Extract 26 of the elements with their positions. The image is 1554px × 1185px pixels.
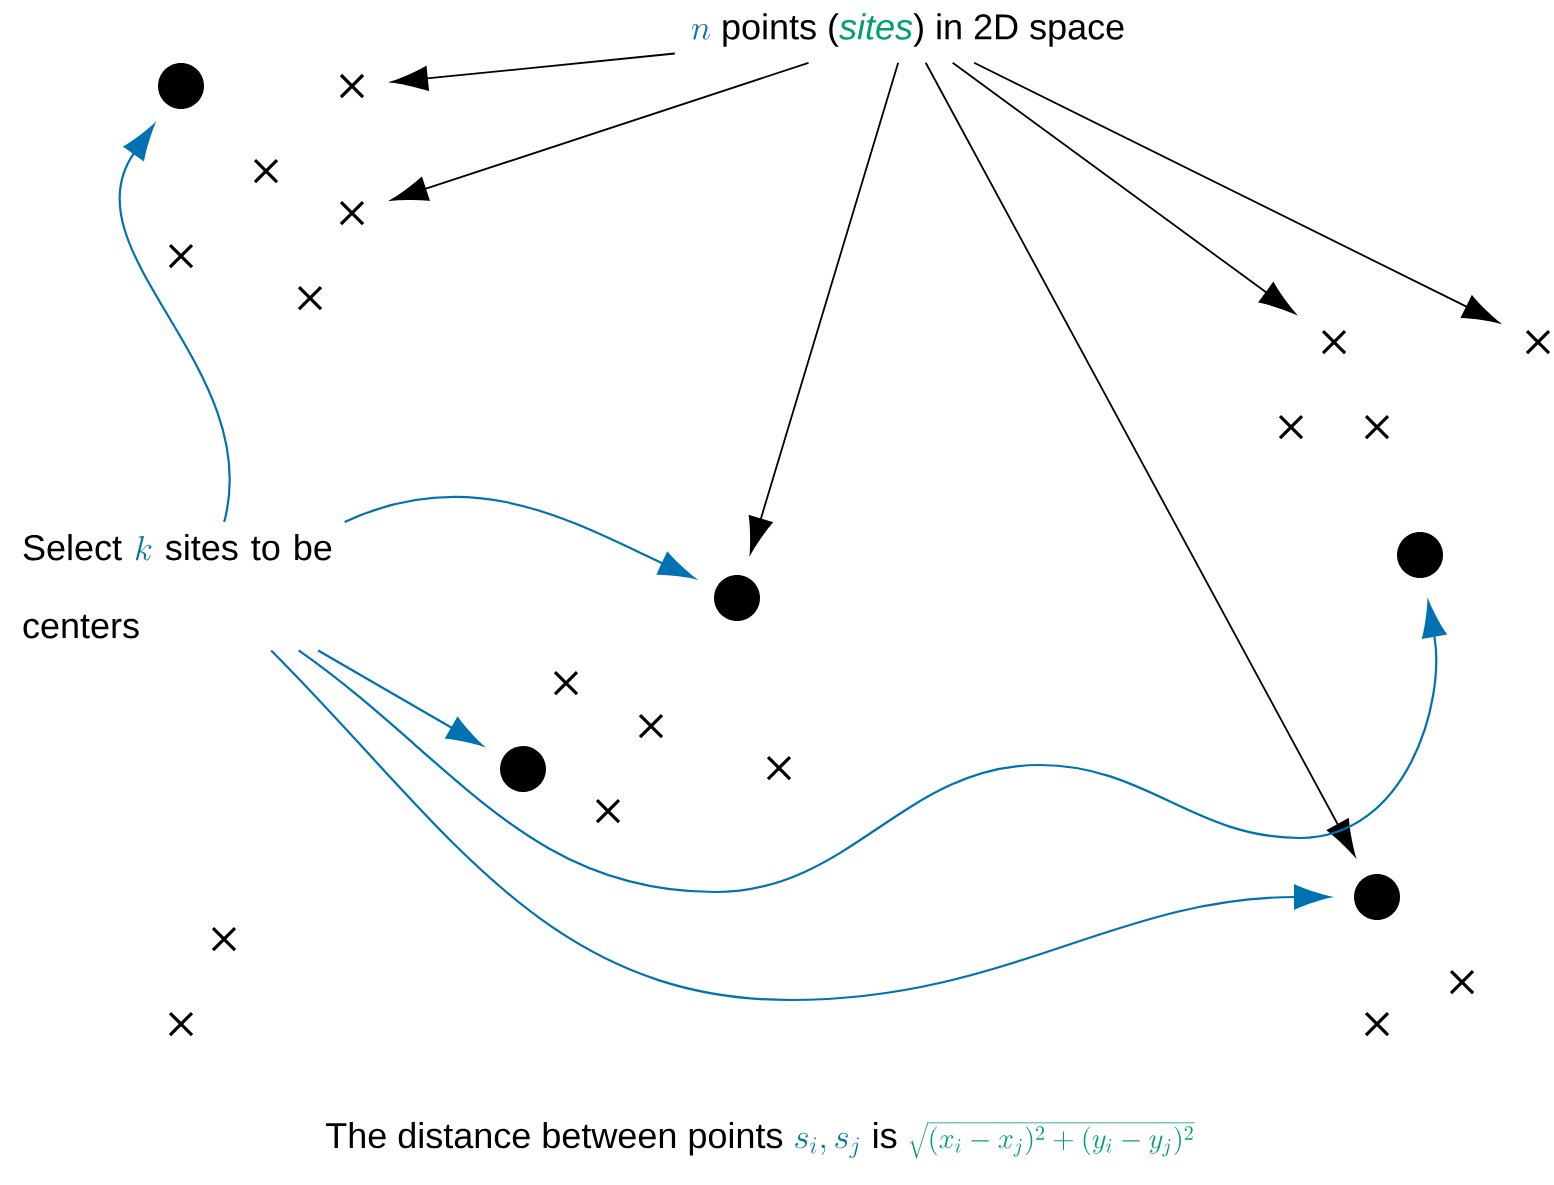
cross-mark	[168, 243, 194, 269]
arrow	[973, 61, 1500, 324]
cross-mark	[1364, 414, 1390, 440]
dot	[1397, 532, 1443, 578]
cross-mark	[339, 73, 365, 99]
caption-text: The distance between points	[326, 1121, 783, 1156]
caption-text: is	[874, 1121, 897, 1149]
arrow	[118, 124, 231, 523]
cross-mark	[1525, 329, 1551, 355]
cross-mark	[297, 285, 323, 311]
cross-mark	[1449, 969, 1475, 995]
cross-mark	[1321, 329, 1347, 355]
cross-mark	[1364, 1011, 1390, 1037]
text-label: Select $k$ sites to be centers	[23, 534, 332, 639]
cross-mark	[211, 926, 237, 952]
arrow	[391, 52, 676, 91]
dot	[158, 63, 204, 109]
text-label: $n$ points (sites) in 2D space	[691, 13, 1124, 47]
formula: $\sqrt{(x_i-x_j)^2+(y_i-y_j)^2}$	[909, 1122, 1195, 1159]
arrow	[951, 61, 1296, 315]
arrow	[391, 61, 810, 201]
cross-mark	[253, 158, 279, 184]
cross-mark	[339, 200, 365, 226]
cross-mark	[168, 1011, 194, 1037]
cross-mark	[1278, 414, 1304, 440]
formula: $s_i, s_j$	[795, 1132, 859, 1159]
